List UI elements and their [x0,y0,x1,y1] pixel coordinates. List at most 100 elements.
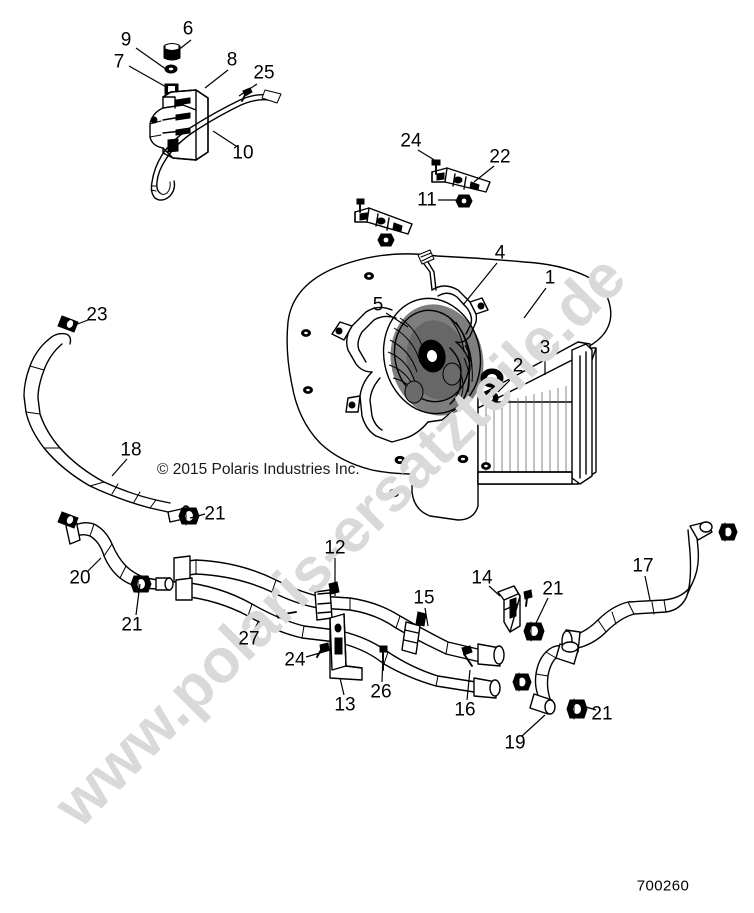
hose-part-17 [561,521,713,653]
clamp-part-21-a [178,506,200,526]
callout-number-18: 18 [120,439,142,461]
leader-line-25 [238,83,258,97]
callout-number-17: 17 [632,555,654,577]
callout-number-21c: 21 [542,578,564,600]
leader-line-14 [488,585,501,597]
dual-hose-assembly [173,555,505,699]
clamp-part-17-end [718,522,738,542]
callout-number-7: 7 [113,51,125,73]
callout-number-11: 11 [417,189,437,211]
leader-line-6 [171,39,192,56]
radiator-neck [479,390,499,406]
upper-brackets-group [354,159,491,247]
callout-number-14: 14 [471,567,493,589]
callout-number-13: 13 [334,694,356,716]
bracket-part-13 [329,613,363,681]
callout-number-27: 27 [238,628,260,650]
hose-part-19 [529,641,579,715]
callout-number-1: 1 [544,267,556,289]
callout-number-8: 8 [226,49,238,71]
callout-number-21b: 21 [121,614,143,636]
leader-line-21c [535,597,549,624]
junction-clamp-part-12 [314,581,340,621]
diagram-part-number: 700260 [636,877,690,895]
screw-assembly-left [275,609,297,619]
screw-part-25 [241,87,253,102]
clamp-part-19-upper [512,672,532,692]
coolant-reservoir-assembly [149,43,282,201]
leader-line-1 [523,287,547,319]
leader-line-21d [582,705,597,711]
hose-end-fittings-right [473,643,505,699]
fan-mount-frame-part-5 [331,249,489,443]
screw-left-upper [356,198,365,213]
clamp-part-20-upper [57,511,79,529]
nut-left [377,233,395,247]
callout-number-10: 10 [232,142,254,164]
leader-line-9 [135,47,171,73]
clamp-part-23 [57,315,79,333]
callout-number-9: 9 [120,29,132,51]
callout-number-6: 6 [182,18,194,40]
radiator-part-3 [477,341,597,485]
leader-line-8 [204,69,229,89]
callout-number-19: 19 [504,732,526,754]
callout-leader-lines [74,39,651,737]
cooling-fan-assembly-part-4 [331,249,504,443]
leader-line-24b [305,649,331,658]
leader-line-7 [128,65,169,89]
fan-blades [382,297,482,415]
callout-number-24b: 24 [284,649,306,671]
overflow-hose-part-10 [150,89,282,201]
leader-line-23 [74,319,89,326]
callout-number-24a: 24 [400,130,422,152]
screw-part-24-upper [431,159,441,175]
callout-number-25: 25 [253,62,275,84]
leader-line-24a [417,149,437,162]
leader-line-19 [521,714,546,737]
leader-line-22 [473,165,495,183]
clamp-part-21-c [523,621,545,642]
callout-number-20: 20 [69,567,91,589]
copyright-notice: © 2015 Polaris Industries Inc. [157,461,360,478]
bracket-part-14 [497,585,533,633]
leader-line-20 [87,557,102,572]
clamp-part-21-b [130,574,152,594]
leader-line-2 [497,374,516,393]
leader-line-27 [253,614,263,631]
bracket-part-22 [431,167,491,193]
screw-part-16 [461,645,473,667]
callout-number-21a: 21 [204,503,226,525]
clamp-part-21-d [566,698,588,720]
hose-part-20 [65,519,174,591]
callout-number-3: 3 [539,337,551,359]
leader-line-4 [462,262,498,306]
reservoir-bottle-part-8 [149,89,209,161]
callout-number-15: 15 [413,587,435,609]
leader-line-16 [466,669,471,701]
nut-part-11 [455,194,473,208]
leader-line-17 [644,575,651,601]
callout-number-16: 16 [454,699,476,721]
clamp-part-15 [401,611,427,655]
callout-number-2: 2 [512,355,524,377]
screw-bracket-14 [523,589,533,607]
callout-number-26: 26 [370,681,392,703]
leader-line-13 [339,677,345,696]
reservoir-cap-part-6 [163,43,181,61]
callout-number-12: 12 [324,537,346,559]
leader-line-5 [385,312,409,328]
leader-line-18 [111,458,128,477]
callout-number-21d: 21 [591,703,613,725]
shroud-mount-bosses [301,272,469,498]
leader-line-15 [424,607,429,627]
leader-line-26 [381,654,384,683]
callout-number-4: 4 [494,242,506,264]
bracket-left [354,207,413,235]
callout-number-23: 23 [86,304,108,326]
leader-line-21b [135,583,141,616]
callout-number-22: 22 [489,146,511,168]
